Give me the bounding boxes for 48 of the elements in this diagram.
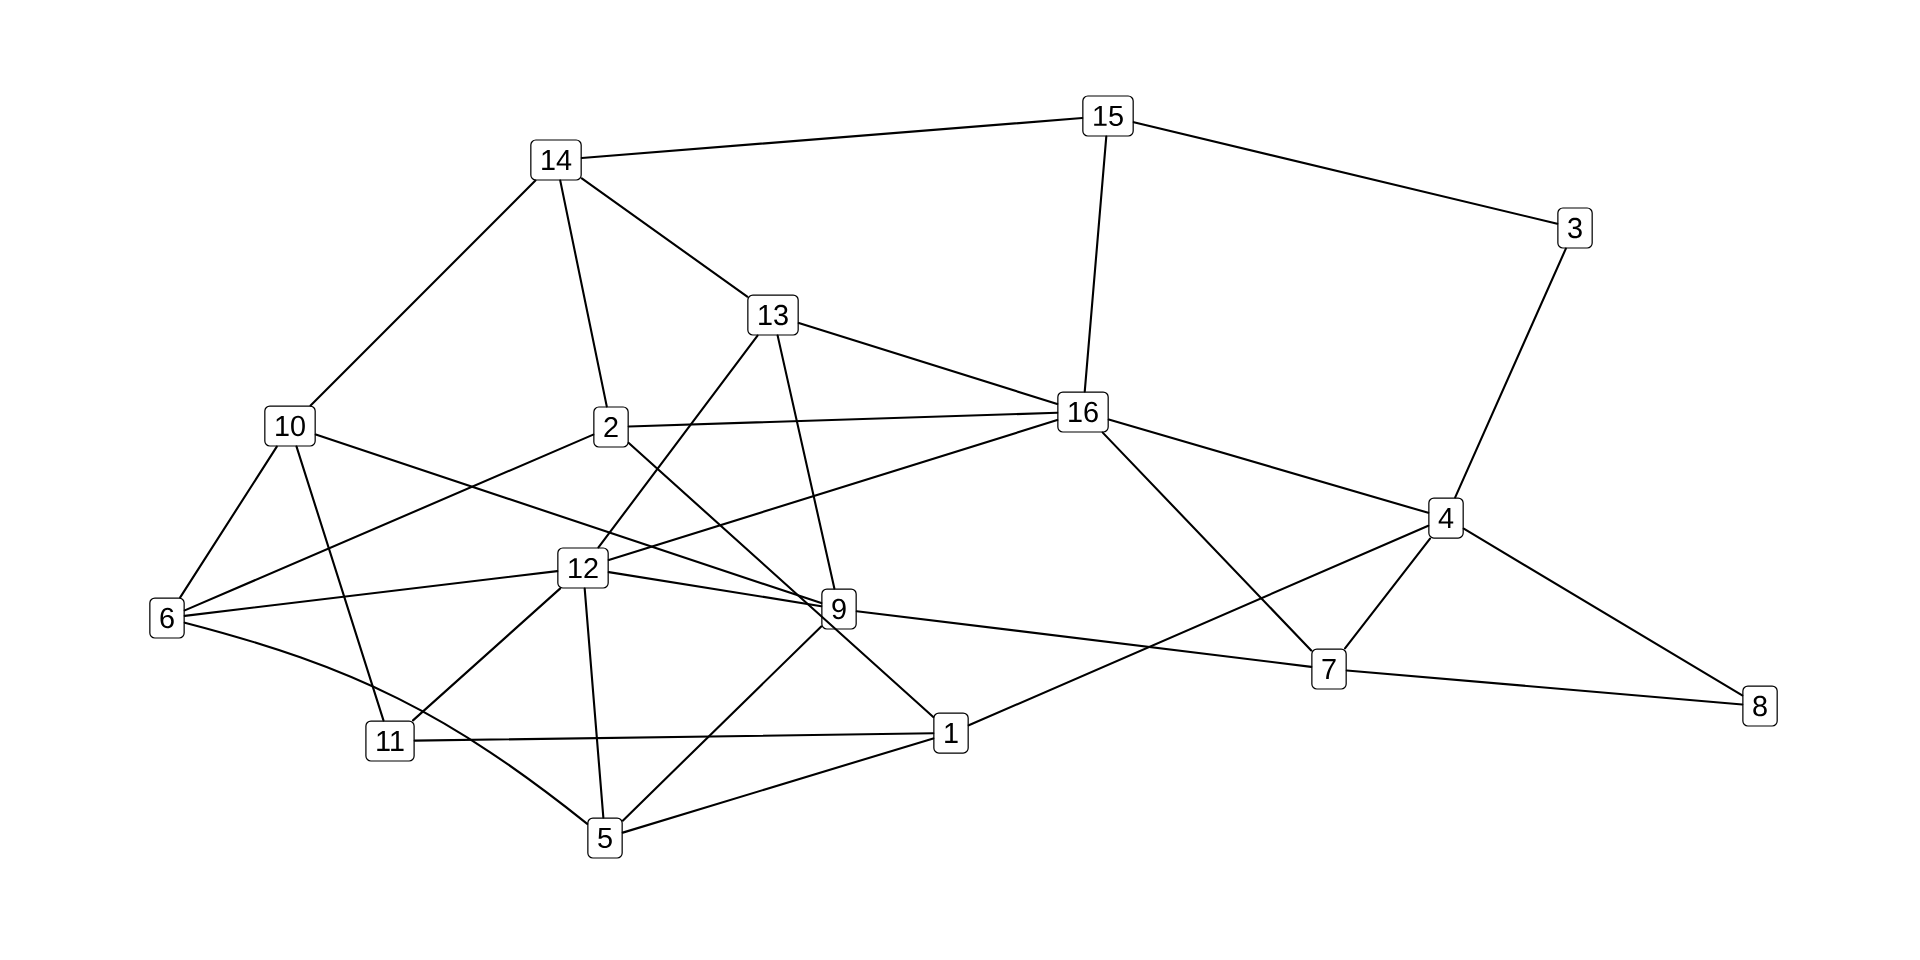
node-box: 9 (821, 588, 857, 630)
node-box: 11 (365, 720, 415, 762)
edge-line (967, 524, 1430, 727)
node-box: 14 (530, 139, 582, 181)
edge-line (855, 610, 1313, 668)
node-box: 6 (149, 597, 185, 639)
edge-line (627, 441, 935, 719)
edge-line (797, 322, 1059, 405)
edge-line (411, 587, 562, 722)
node-box: 12 (557, 547, 609, 589)
edge-line (1462, 527, 1744, 697)
node-box: 7 (1311, 648, 1347, 690)
edge-line (309, 179, 537, 407)
edge-line (607, 571, 823, 608)
edge-line (1343, 537, 1432, 650)
node-box: 3 (1557, 207, 1593, 249)
edge-line (583, 587, 605, 819)
node-box: 5 (587, 817, 623, 859)
edge-line (1083, 135, 1108, 393)
node-box: 15 (1082, 95, 1134, 137)
node-box: 1 (933, 712, 969, 754)
node-box: 13 (747, 294, 799, 336)
edge-line (776, 334, 836, 590)
edge-line (621, 737, 935, 834)
edge-line (580, 117, 1084, 159)
node-box: 8 (1742, 685, 1778, 727)
edge-line (627, 411, 1059, 428)
edge-line (621, 625, 823, 822)
node-box: 16 (1057, 391, 1109, 433)
edge-line (183, 570, 559, 617)
edge-line (607, 419, 1059, 562)
edge-line (413, 732, 935, 742)
edge-line (314, 433, 823, 605)
node-box: 4 (1428, 497, 1464, 539)
edge-line (1345, 669, 1744, 706)
edge-line (183, 621, 589, 825)
edge-line (580, 177, 749, 298)
edge-line (1454, 247, 1567, 499)
node-box: 2 (593, 406, 629, 448)
edge-line (597, 334, 759, 549)
edge-line (559, 179, 608, 408)
edge-line (183, 433, 595, 612)
edge-line (295, 445, 385, 722)
edge-line (1132, 121, 1559, 225)
edge-line (1107, 418, 1430, 514)
node-box: 10 (264, 405, 316, 447)
edge-line (179, 445, 278, 599)
edge-line (1101, 431, 1313, 652)
